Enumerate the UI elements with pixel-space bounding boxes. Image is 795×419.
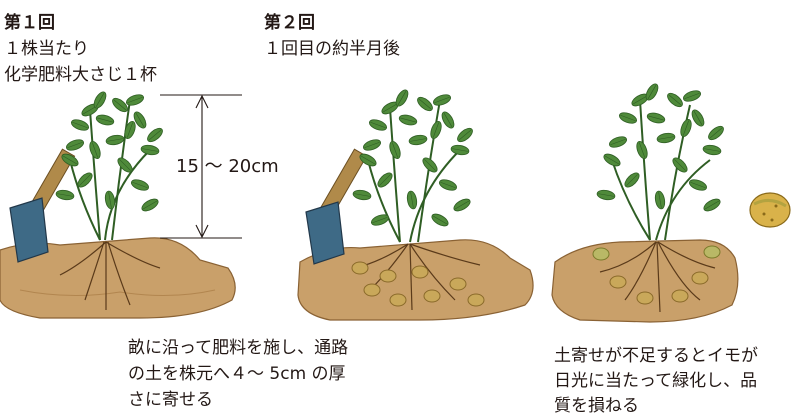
caption-middle-line1: 畝に沿って肥料を施し、通路 xyxy=(128,338,349,358)
step1-fertilizer-label: 化学肥料大さじ１杯 xyxy=(4,65,157,85)
caption-right-line3: 質を損ねる xyxy=(554,396,639,416)
plant-foliage-3 xyxy=(595,81,727,214)
exposed-tuber-group-3 xyxy=(592,245,721,305)
caption-right-line1: 土寄せが不足するとイモが xyxy=(554,346,758,366)
caption-right-line2: 日光に当たって緑化し、品 xyxy=(554,371,758,391)
panel-2-illustration xyxy=(297,87,534,321)
soil-mound-1 xyxy=(0,237,236,319)
hoe-icon-2 xyxy=(305,148,368,265)
caption-middle-line2: の土を株元へ４～ 5cm の厚 xyxy=(128,364,346,384)
plant-foliage-2 xyxy=(351,87,476,229)
hoe-icon xyxy=(9,148,76,263)
height-dimension-indicator xyxy=(160,94,242,239)
panel-1-illustration xyxy=(0,89,236,319)
plant-foliage-1 xyxy=(54,89,166,214)
panel-3-illustration xyxy=(551,81,739,323)
caption-middle-line3: さに寄せる xyxy=(128,390,213,410)
green-potato-icon xyxy=(749,192,791,228)
step2-timing-label: １回目の約半月後 xyxy=(264,39,400,59)
step1-amount-label: １株当たり xyxy=(4,39,89,59)
step2-title: 第２回 xyxy=(264,13,315,33)
step1-title: 第１回 xyxy=(4,13,55,33)
